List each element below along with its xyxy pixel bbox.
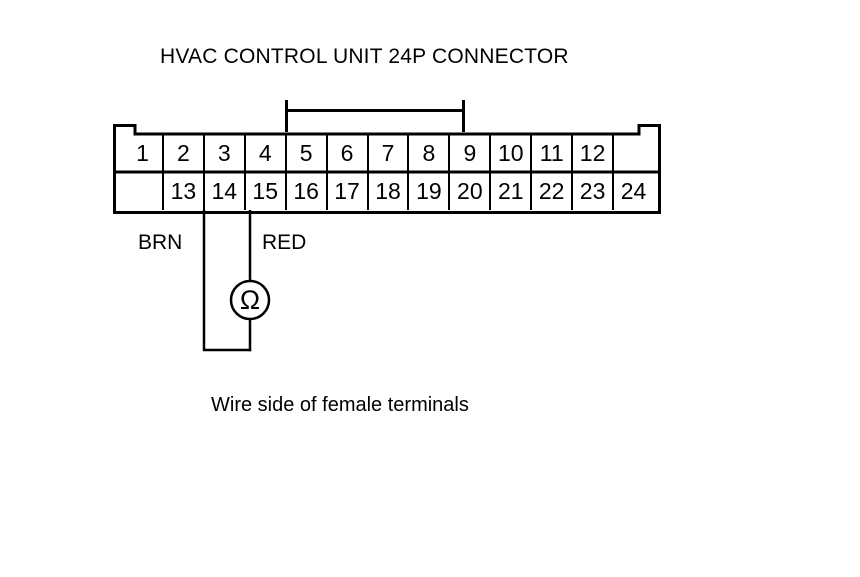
pin-cell[interactable]: 21 <box>489 172 533 210</box>
ohmmeter-symbol: Ω <box>239 284 261 315</box>
pin-row-bottom: 13 14 15 16 17 18 19 20 21 22 23 24 <box>123 172 651 210</box>
pin-cell[interactable]: 1 <box>123 134 164 172</box>
pin-cell[interactable]: 19 <box>407 172 451 210</box>
connector-assembly: 1 2 3 4 5 6 7 8 9 10 11 12 13 14 15 16 <box>113 100 661 222</box>
pin-cell[interactable]: 7 <box>366 134 410 172</box>
latch-post-right <box>462 100 465 132</box>
pin-cell[interactable]: 10 <box>489 134 533 172</box>
connector-outline <box>113 124 661 214</box>
pin-cell[interactable]: 18 <box>366 172 410 210</box>
diagram-caption: Wire side of female terminals <box>211 394 469 416</box>
pin-cell[interactable]: 14 <box>202 172 246 210</box>
latch-bar <box>285 109 465 112</box>
pin-cell[interactable]: 8 <box>407 134 451 172</box>
pin-cell[interactable]: 24 <box>612 172 653 210</box>
wire-label-red: RED <box>262 231 307 254</box>
pin-cell[interactable]: 9 <box>448 134 492 172</box>
pin-row-top: 1 2 3 4 5 6 7 8 9 10 11 12 <box>123 134 651 172</box>
brn-wire-path <box>202 210 252 352</box>
wire-label-brn: BRN <box>138 231 183 254</box>
pin-cell[interactable]: 13 <box>161 172 205 210</box>
pin-cell[interactable]: 16 <box>284 172 328 210</box>
pin-cell[interactable]: 6 <box>325 134 369 172</box>
pin-cell-blank <box>612 134 653 172</box>
pin-cell[interactable]: 3 <box>202 134 246 172</box>
pin-cell[interactable]: 23 <box>571 172 615 210</box>
connector-body: 1 2 3 4 5 6 7 8 9 10 11 12 13 14 15 16 <box>113 124 661 214</box>
latch-post-left <box>285 100 288 132</box>
pin-cell[interactable]: 2 <box>161 134 205 172</box>
pin-cell[interactable]: 17 <box>325 172 369 210</box>
pin-cell[interactable]: 22 <box>530 172 574 210</box>
pin-cell-blank <box>123 172 164 210</box>
pin-cell[interactable]: 11 <box>530 134 574 172</box>
pin-cell[interactable]: 4 <box>243 134 287 172</box>
pin-cell[interactable]: 15 <box>243 172 287 210</box>
connector-latch <box>285 100 465 132</box>
diagram-title: HVAC CONTROL UNIT 24P CONNECTOR <box>160 45 569 68</box>
test-circuit-wiring <box>113 210 413 375</box>
ohmmeter-circle <box>229 279 271 321</box>
pin-cell[interactable]: 20 <box>448 172 492 210</box>
pin-cell[interactable]: 5 <box>284 134 328 172</box>
pin-cell[interactable]: 12 <box>571 134 615 172</box>
